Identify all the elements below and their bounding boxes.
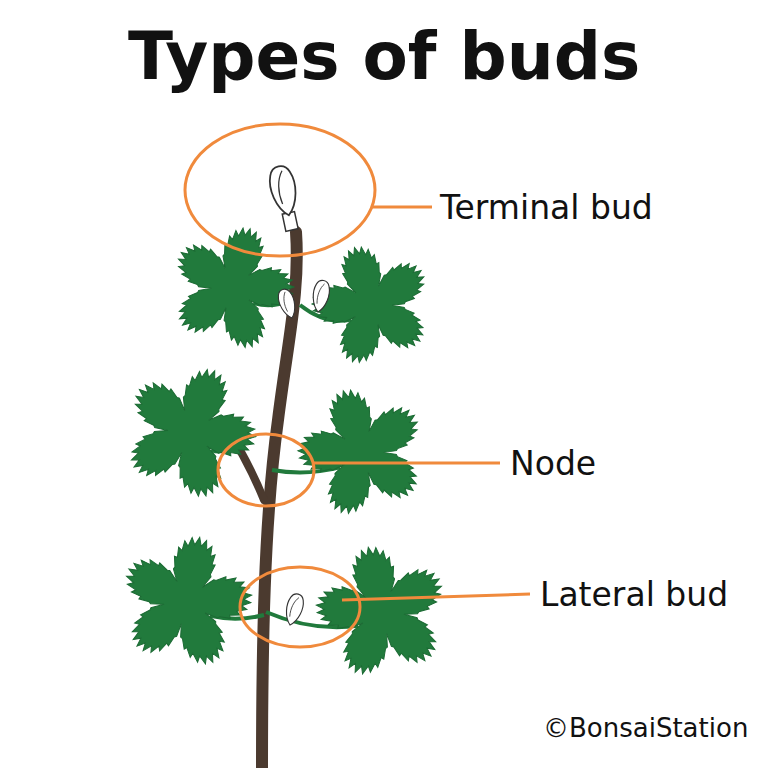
leaf-group — [97, 204, 471, 696]
bud — [276, 287, 299, 320]
node-ring — [218, 434, 314, 506]
bud-body — [267, 164, 301, 218]
bud-scale — [275, 171, 289, 204]
watermark: ©BonsaiStation — [543, 713, 748, 743]
bud-body — [310, 279, 331, 313]
title: Types of buds — [128, 18, 640, 95]
part-label: Lateral bud — [540, 575, 728, 614]
bud-group — [267, 164, 332, 627]
bud-scale — [316, 283, 324, 304]
bud-body — [276, 287, 299, 320]
maple-leaf — [99, 341, 275, 517]
part-label: Node — [510, 444, 596, 483]
bud-scale — [281, 292, 291, 312]
maple-leaf — [297, 223, 454, 382]
bud — [267, 164, 304, 233]
leader-line — [314, 462, 500, 465]
terminal-ring — [185, 124, 375, 256]
leader-line — [342, 594, 530, 600]
bud-scale — [289, 596, 299, 617]
maple-leaf — [147, 204, 310, 368]
maple-leaf — [301, 524, 471, 695]
leader-line — [372, 206, 432, 209]
part-label: Terminal bud — [440, 188, 653, 227]
bud — [310, 279, 331, 313]
bud-body — [282, 592, 305, 627]
bud — [282, 592, 305, 627]
lateral-ring — [240, 567, 360, 647]
